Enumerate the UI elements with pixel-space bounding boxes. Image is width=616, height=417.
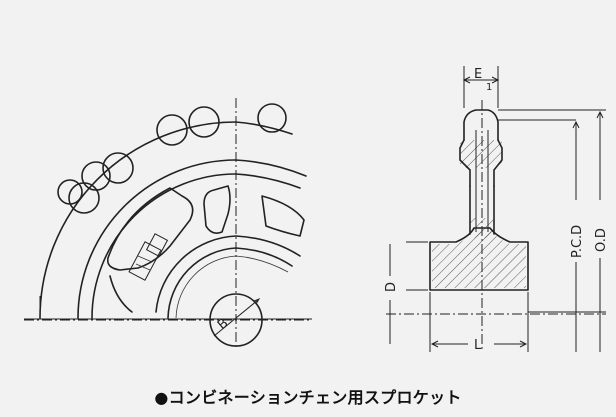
label-od: O.D: [594, 228, 609, 252]
bore-circle: [209, 293, 263, 347]
hub-section: [429, 227, 529, 291]
set-screws: [128, 233, 169, 281]
outer-rim-arc: [39, 121, 237, 319]
chain-rollers: [57, 103, 287, 214]
hub-tick-arc: [175, 255, 289, 319]
lightening-hole-left: [106, 187, 194, 271]
hub-outer-arc-right: [235, 235, 301, 257]
label-e1-subscript: 1: [486, 82, 492, 93]
label-d: D: [384, 282, 399, 292]
hub-web-left: [109, 275, 133, 313]
lightening-hole-right: [261, 195, 305, 237]
figure-caption: ●コンビネーションチェン用スプロケット: [154, 388, 462, 407]
hub-hatching: [432, 230, 526, 288]
web-arc-inner-right: [235, 173, 301, 189]
web-arc-outer: [77, 159, 237, 319]
hub-inner-arc: [167, 247, 237, 319]
hub-outer-arc: [155, 235, 237, 313]
label-l: L: [474, 338, 482, 353]
outer-rim-right: [235, 121, 293, 135]
bore-label-b: B: [215, 316, 231, 333]
label-pcd: P.C.D: [570, 225, 585, 258]
hub-inner-arc-right: [235, 247, 293, 267]
front-view: B: [24, 98, 312, 350]
tooth-crown: [463, 109, 499, 141]
bore-dimension-line: [213, 299, 259, 337]
label-e1: E: [474, 67, 482, 82]
tooth-hatching: [460, 140, 502, 168]
lightening-hole-top: [203, 185, 231, 234]
side-view: D L E 1 P.C.D O.D: [384, 66, 609, 353]
web-arc-inner: [91, 173, 237, 319]
web-arc-outer-right: [235, 159, 307, 177]
